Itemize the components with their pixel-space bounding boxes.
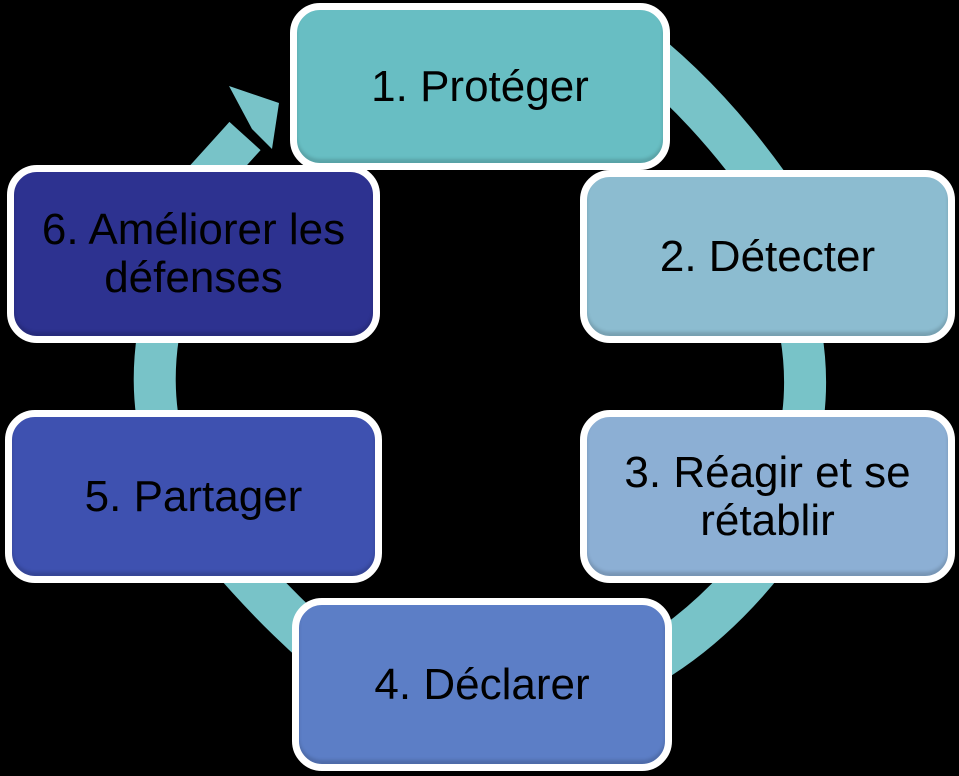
step-1-label: 1. Protéger [371, 61, 589, 111]
step-4-label: 4. Déclarer [374, 659, 590, 709]
arrow-head-icon [229, 86, 279, 149]
connector-2-to-3 [780, 330, 827, 419]
step-6-label: 6. Améliorer les défenses [41, 205, 346, 302]
step-6-box: 6. Améliorer les défenses [7, 165, 380, 343]
step-2-box: 2. Détecter [580, 170, 955, 343]
step-4-box: 4. Déclarer [292, 598, 672, 771]
step-5-box: 5. Partager [5, 410, 382, 583]
step-3-label: 3. Réagir et se rétablir [624, 447, 911, 545]
connector-5-to-6 [133, 332, 179, 417]
step-3-box: 3. Réagir et se rétablir [580, 410, 955, 583]
step-1-box: 1. Protéger [290, 3, 670, 170]
step-2-label: 2. Détecter [659, 231, 876, 281]
step-5-label: 5. Partager [84, 471, 303, 521]
